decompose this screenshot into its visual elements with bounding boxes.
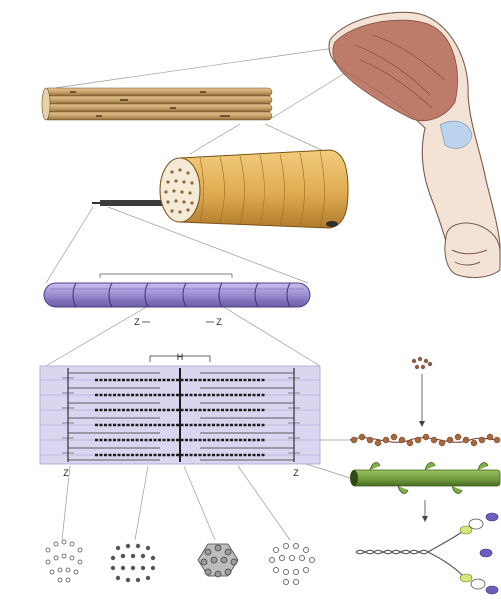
sarcomere: [40, 356, 320, 464]
z-line-label-left-fiber: Z: [134, 317, 140, 327]
z-line-label-right-sarcomere: Z: [293, 468, 299, 478]
tendon-bundle: [42, 88, 272, 120]
z-line-label-right-fiber: Z: [216, 317, 222, 327]
myosin-molecule: [356, 513, 498, 594]
myosin-filament-rod: [350, 463, 500, 494]
cross-section-hex-lattice: [198, 544, 238, 577]
h-zone-label: H: [177, 352, 184, 362]
fiber-sarcomere-bracket: [100, 274, 232, 278]
muscle-fiber: [44, 274, 310, 322]
actin-filament-helix: [350, 434, 500, 446]
arm-illustration: [329, 12, 500, 277]
actin-molecule-cluster: [412, 357, 432, 369]
cross-section-actin: [46, 540, 82, 582]
arm-muscle: [333, 20, 458, 121]
z-line-label-left-sarcomere: Z: [63, 468, 69, 478]
cross-section-overlap: [111, 544, 155, 582]
cross-section-myosin-ring: [269, 543, 314, 584]
muscle-fascicle: [92, 150, 348, 228]
